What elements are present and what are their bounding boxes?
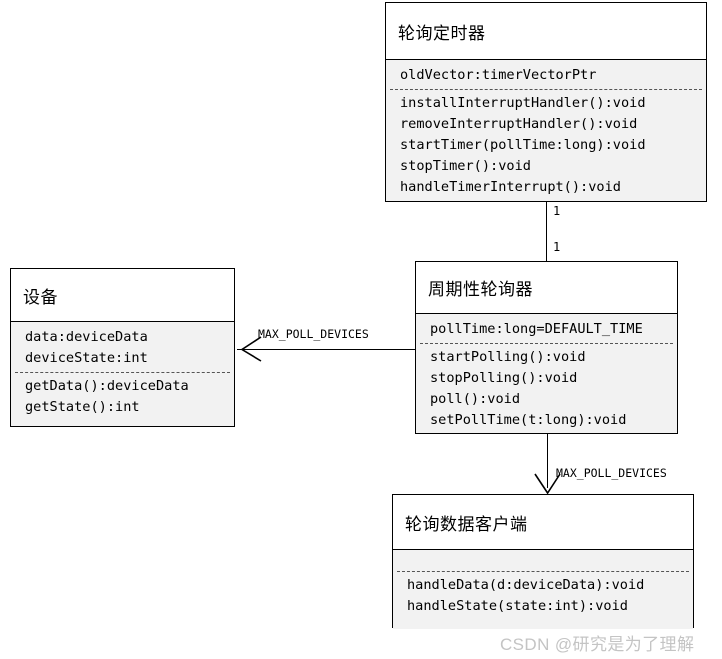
- uml-compartment-separator: [397, 571, 689, 572]
- uml-operation: poll():void: [430, 391, 521, 407]
- csdn-watermark: CSDN @研究是为了理解: [500, 635, 695, 654]
- uml-class-body-polling-timer: oldVector:timerVectorPtr installInterrup…: [386, 60, 706, 201]
- uml-class-body-periodic-poller: pollTime:long=DEFAULT_TIME startPolling(…: [416, 314, 677, 433]
- uml-attributes-device: data:deviceData deviceState:int: [11, 327, 234, 369]
- uml-class-title-polling-timer: 轮询定时器: [386, 3, 706, 60]
- uml-attribute: data:deviceData: [25, 329, 148, 345]
- uml-operations-device: getData():deviceData getState():int: [11, 376, 234, 418]
- uml-attributes-periodic-poller: pollTime:long=DEFAULT_TIME: [416, 319, 677, 340]
- uml-operation: getData():deviceData: [25, 378, 189, 394]
- uml-operation: removeInterruptHandler():void: [400, 116, 638, 132]
- uml-compartment-separator: [420, 343, 673, 344]
- uml-attribute: pollTime:long=DEFAULT_TIME: [430, 321, 643, 337]
- uml-operation: getState():int: [25, 399, 140, 415]
- uml-operation: handleTimerInterrupt():void: [400, 179, 621, 195]
- association-label-poller-client: MAX_POLL_DEVICES: [556, 466, 667, 480]
- association-line-poller-device[interactable]: [237, 349, 415, 350]
- arrowhead-down-icon: [534, 473, 561, 495]
- uml-operations-polling-timer: installInterruptHandler():void removeInt…: [386, 93, 706, 198]
- uml-class-periodic-poller[interactable]: 周期性轮询器 pollTime:long=DEFAULT_TIME startP…: [415, 261, 678, 434]
- uml-class-title-device: 设备: [11, 269, 234, 322]
- uml-operation: installInterruptHandler():void: [400, 95, 646, 111]
- uml-class-polling-timer[interactable]: 轮询定时器 oldVector:timerVectorPtr installIn…: [385, 2, 707, 202]
- uml-operation: startPolling():void: [430, 349, 586, 365]
- uml-operation: startTimer(pollTime:long):void: [400, 137, 646, 153]
- association-line-poller-client[interactable]: [547, 434, 548, 488]
- association-label-poller-device: MAX_POLL_DEVICES: [258, 327, 369, 341]
- uml-operation: stopTimer():void: [400, 158, 531, 174]
- uml-operation: handleData(d:deviceData):void: [407, 577, 645, 593]
- uml-attribute: oldVector:timerVectorPtr: [400, 67, 597, 83]
- uml-class-poll-data-client[interactable]: 轮询数据客户端 handleData(d:deviceData):void ha…: [392, 494, 694, 629]
- uml-class-title-poll-data-client: 轮询数据客户端: [393, 495, 693, 550]
- uml-operations-poll-data-client: handleData(d:deviceData):void handleStat…: [393, 575, 693, 617]
- uml-operations-periodic-poller: startPolling():void stopPolling():void p…: [416, 347, 677, 431]
- association-line-timer-poller[interactable]: [546, 202, 547, 261]
- uml-class-body-poll-data-client: handleData(d:deviceData):void handleStat…: [393, 550, 693, 629]
- uml-compartment-separator: [15, 372, 230, 373]
- uml-operation: setPollTime(t:long):void: [430, 412, 627, 428]
- uml-attribute: deviceState:int: [25, 350, 148, 366]
- uml-operation: stopPolling():void: [430, 370, 578, 386]
- uml-class-body-device: data:deviceData deviceState:int getData(…: [11, 322, 234, 426]
- uml-compartment-separator: [390, 89, 702, 90]
- arrowhead-left-icon: [240, 336, 262, 362]
- uml-attributes-polling-timer: oldVector:timerVectorPtr: [386, 65, 706, 86]
- uml-operation: handleState(state:int):void: [407, 598, 628, 614]
- multiplicity-label-timer-source: 1: [553, 204, 561, 218]
- uml-class-title-periodic-poller: 周期性轮询器: [416, 262, 677, 314]
- multiplicity-label-timer-target: 1: [553, 240, 561, 254]
- uml-class-device[interactable]: 设备 data:deviceData deviceState:int getDa…: [10, 268, 235, 427]
